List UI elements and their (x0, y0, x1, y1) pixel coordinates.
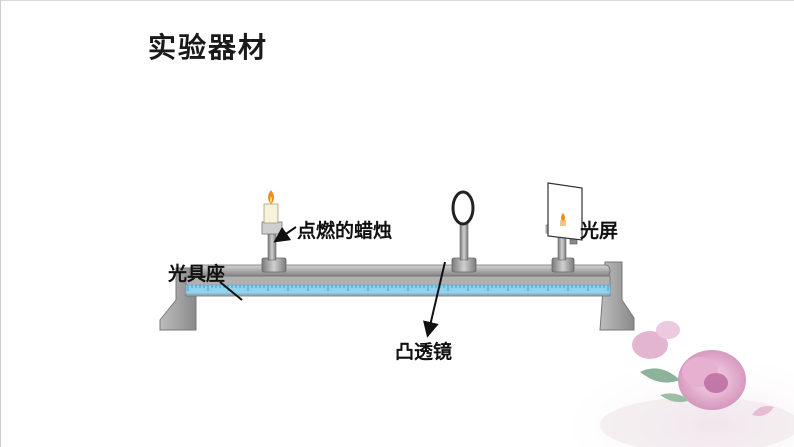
candle-label: 点燃的蜡烛 (297, 220, 393, 242)
candle-pointer-arrow (273, 226, 297, 243)
bench-back-rail (189, 264, 611, 278)
convex-lens-label: 凸透镜 (395, 341, 453, 363)
optical-bench-label: 光具座 (168, 263, 226, 285)
bench-ruler (185, 284, 611, 295)
light-screen-icon (547, 182, 583, 241)
convex-lens-icon (451, 190, 475, 226)
lens-pointer-arrow (423, 261, 446, 338)
screen-label: 光屏 (580, 220, 619, 242)
slide-title: 实验器材 (148, 31, 269, 64)
candle-holder (261, 221, 287, 273)
bench-pointer-line (219, 281, 243, 301)
lit-candle-icon (263, 190, 279, 224)
lens-holder (451, 221, 477, 273)
